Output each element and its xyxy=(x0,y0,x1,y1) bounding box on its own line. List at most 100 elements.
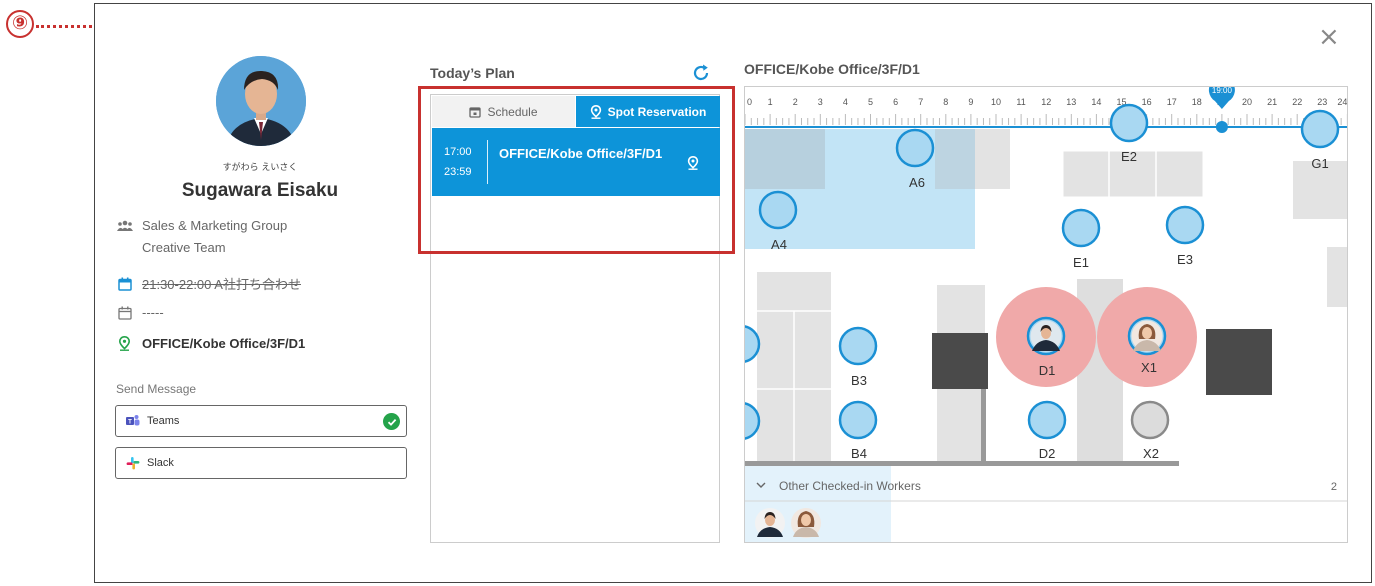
other-workers-label: Other Checked-in Workers xyxy=(779,479,921,493)
reservation-divider xyxy=(487,140,488,184)
seat-label-d1: D1 xyxy=(1039,363,1056,378)
seat-e3[interactable] xyxy=(1165,205,1205,245)
schedule-empty-text: ----- xyxy=(142,305,164,320)
seat-a6[interactable] xyxy=(895,128,935,168)
refresh-icon[interactable] xyxy=(691,63,711,83)
partition-wall xyxy=(981,389,986,463)
desk-block xyxy=(937,285,985,333)
seat-label-e2: E2 xyxy=(1121,149,1137,164)
location-pin-icon xyxy=(116,336,133,351)
slack-button[interactable]: Slack xyxy=(115,447,407,479)
timeline-current-marker[interactable]: 19:00 xyxy=(1208,87,1235,133)
seat-g1[interactable] xyxy=(1300,109,1340,149)
teams-label: Teams xyxy=(147,415,180,427)
calendar-icon xyxy=(116,276,133,291)
seat-e1[interactable] xyxy=(1061,208,1101,248)
seat-label-b4: B4 xyxy=(851,446,867,461)
timeline-hour-label: 9 xyxy=(968,97,973,107)
desk-block xyxy=(1293,161,1347,219)
timeline-hour-label: 16 xyxy=(1142,97,1152,107)
timeline-hour-label: 20 xyxy=(1242,97,1252,107)
timeline-marker-pin xyxy=(1208,87,1235,109)
timeline-hour-label: 6 xyxy=(893,97,898,107)
timeline-hour-label: 15 xyxy=(1116,97,1126,107)
seat-label-a6: A6 xyxy=(909,175,925,190)
seat-a4[interactable] xyxy=(758,190,798,230)
floor-map[interactable]: 0123456789101112131415161718192021222324… xyxy=(745,87,1348,543)
spot-name: OFFICE/Kobe Office/3F/D1 xyxy=(142,336,306,351)
map-title: OFFICE/Kobe Office/3F/D1 xyxy=(744,61,920,77)
plan-panel: Schedule Spot Reservation 17:00 23:59 OF… xyxy=(430,94,720,543)
desk-block xyxy=(745,129,825,189)
location-pin-icon xyxy=(687,155,699,175)
seat-b3[interactable] xyxy=(838,326,878,366)
timeline-hour-label: 0 xyxy=(747,97,752,107)
seat-partial-left-2[interactable] xyxy=(745,402,761,440)
timeline-hour-label: 18 xyxy=(1192,97,1202,107)
chevron-down-icon[interactable] xyxy=(756,482,766,488)
seat-label-x2: X2 xyxy=(1143,446,1159,461)
timeline-hour-label: 1 xyxy=(768,97,773,107)
seat-x2[interactable] xyxy=(1130,400,1170,440)
seat-label-d2: D2 xyxy=(1039,446,1056,461)
seat-d2[interactable] xyxy=(1027,400,1067,440)
tab-schedule[interactable]: Schedule xyxy=(432,96,575,127)
seat-b4[interactable] xyxy=(838,400,878,440)
schedule-row: 21:30-22:00 A社打ち合わせ xyxy=(116,274,301,293)
seat-partial-left[interactable] xyxy=(745,325,761,363)
team-row: Creative Team xyxy=(142,240,226,255)
timeline-hour-label: 14 xyxy=(1091,97,1101,107)
desk-block xyxy=(1062,150,1204,198)
calendar-icon xyxy=(469,106,482,118)
reservation-end: 23:59 xyxy=(444,166,472,178)
timeline-labels: 0123456789101112131415161718192021222324 xyxy=(747,97,1347,107)
callout-number-badge: ⑨ xyxy=(6,10,34,38)
timeline-hour-label: 5 xyxy=(868,97,873,107)
location-pin-icon xyxy=(590,104,602,119)
user-avatar-d1 xyxy=(1030,320,1062,352)
timeline-hour-label: 17 xyxy=(1167,97,1177,107)
reservation-item[interactable]: 17:00 23:59 OFFICE/Kobe Office/3F/D1 xyxy=(432,128,720,196)
desk-block xyxy=(935,129,980,189)
worker-avatar-female[interactable] xyxy=(791,508,821,538)
seat-e2[interactable] xyxy=(1109,103,1149,143)
plan-title: Today’s Plan xyxy=(430,65,515,81)
worker-avatar-male[interactable] xyxy=(755,508,785,538)
timeline-hour-label: 24 xyxy=(1337,97,1347,107)
slack-icon xyxy=(126,456,140,470)
partition-wall xyxy=(745,461,1179,466)
teams-icon: T xyxy=(126,414,140,428)
tab-spot-reservation[interactable]: Spot Reservation xyxy=(576,96,720,127)
group-row: Sales & Marketing Group xyxy=(116,218,287,233)
timeline-hour-label: 2 xyxy=(793,97,798,107)
timeline-hour-label: 21 xyxy=(1267,97,1277,107)
timeline-hour-label: 10 xyxy=(991,97,1001,107)
tab-schedule-label: Schedule xyxy=(487,104,538,119)
seat-label-a4: A4 xyxy=(771,237,787,252)
user-avatar-x1 xyxy=(1131,320,1163,352)
timeline-hour-label: 7 xyxy=(918,97,923,107)
dark-equipment xyxy=(1206,329,1272,395)
seat-label-b3: B3 xyxy=(851,373,867,388)
timeline-marker-knob[interactable] xyxy=(1215,121,1228,133)
seat-label-x1: X1 xyxy=(1141,360,1157,375)
timeline-hour-label: 11 xyxy=(1016,97,1025,107)
teams-button[interactable]: T Teams xyxy=(115,405,407,437)
group-name: Sales & Marketing Group xyxy=(142,218,288,233)
avatar xyxy=(216,56,306,146)
timeline-hour-label: 22 xyxy=(1292,97,1302,107)
group-icon xyxy=(116,218,133,233)
spot-row: OFFICE/Kobe Office/3F/D1 xyxy=(116,336,305,351)
timeline-hour-label: 8 xyxy=(943,97,948,107)
schedule-text: 21:30-22:00 A社打ち合わせ xyxy=(142,277,301,292)
desk-block xyxy=(1327,247,1347,307)
close-icon[interactable]: × xyxy=(1318,22,1340,52)
reservation-start: 17:00 xyxy=(444,146,472,158)
timeline-hour-label: 23 xyxy=(1317,97,1327,107)
timeline-hour-label: 4 xyxy=(843,97,848,107)
slack-label: Slack xyxy=(147,457,174,469)
desk-block xyxy=(937,387,985,465)
schedule-empty-row: ----- xyxy=(116,305,164,320)
seat-label-g1: G1 xyxy=(1311,156,1328,171)
seat-label-e1: E1 xyxy=(1073,255,1089,270)
